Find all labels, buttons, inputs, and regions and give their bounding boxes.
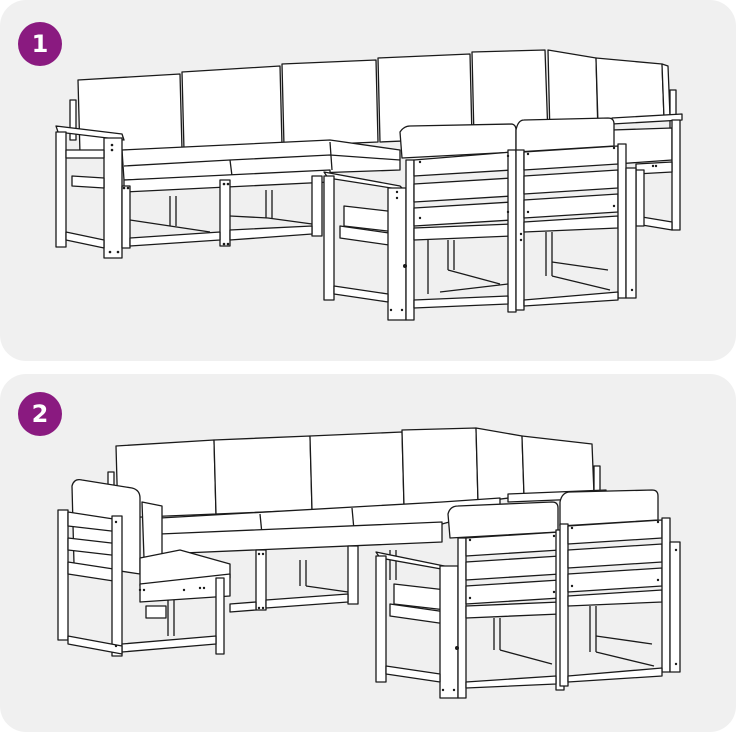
step-2-furniture-illustration	[57, 427, 681, 699]
step-1-panel: 1	[0, 0, 736, 361]
right-end-module	[611, 113, 683, 231]
step-number-badge: 2	[18, 392, 62, 436]
front-chair-right	[515, 117, 637, 311]
step-number-badge: 1	[18, 22, 62, 66]
left-corner-module	[57, 478, 231, 657]
front-chair-left	[375, 501, 565, 699]
front-chair-left	[323, 123, 517, 321]
seat-cushions	[159, 489, 607, 555]
step-2-panel: 2	[0, 374, 736, 732]
front-chair-right	[559, 489, 681, 687]
sofa-base-frames	[229, 545, 397, 613]
step-1-furniture-illustration	[55, 49, 683, 321]
sofa-base-frames	[121, 169, 331, 249]
